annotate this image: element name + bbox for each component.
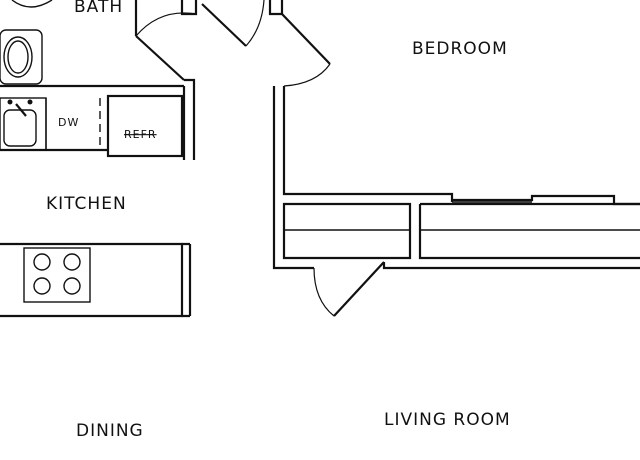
burner-icon <box>33 253 51 271</box>
refrigerator-label: REFR <box>124 128 157 141</box>
living-door <box>313 261 385 317</box>
toilet-seat <box>7 40 29 74</box>
dishwasher: DW <box>45 98 101 150</box>
living-door-leaf <box>333 261 385 317</box>
living-top-wall <box>382 262 640 270</box>
living-door-arc <box>313 267 335 317</box>
hall-wall-stub <box>268 0 284 16</box>
bath-door-jamb <box>184 78 196 160</box>
bath-door <box>135 12 197 160</box>
bedroom-inner-left-wall <box>282 86 454 202</box>
room-label-bedroom: BEDROOM <box>412 39 508 59</box>
toilet-tank <box>0 29 43 85</box>
hall-door-leaf <box>201 3 247 47</box>
island-outline <box>0 242 184 318</box>
burner-icon <box>63 253 81 271</box>
room-label-bath: BATH <box>74 0 123 17</box>
bath-top-wall-stub <box>180 0 198 16</box>
cooktop <box>23 247 91 303</box>
hall-door-arc <box>245 0 265 47</box>
bedroom-left-wall <box>272 86 314 270</box>
bedroom-door-arc <box>283 63 331 87</box>
bedroom-door <box>281 13 331 87</box>
dishwasher-label: DW <box>58 116 79 129</box>
refrigerator-box <box>106 94 184 158</box>
refrigerator: REFR <box>106 86 186 160</box>
closet-right <box>418 202 640 260</box>
closet-left <box>282 202 412 260</box>
burner-icon <box>33 277 51 295</box>
cooktop-frame <box>23 247 91 303</box>
bedroom-door-leaf <box>281 13 331 65</box>
hall-door <box>201 0 284 47</box>
island-end <box>182 242 190 318</box>
sink-basin-inner <box>3 109 37 147</box>
kitchen-counter-top: DW REFR <box>0 84 186 160</box>
sink-basin-outer <box>0 97 47 151</box>
room-label-living-room: LIVING ROOM <box>384 410 511 430</box>
bedroom-walls <box>272 86 640 270</box>
room-label-dining: DINING <box>76 421 144 441</box>
kitchen-island <box>0 242 192 318</box>
sink-faucet-knob-2 <box>27 99 33 105</box>
bath-area <box>0 0 198 85</box>
bath-door-arc <box>135 12 197 37</box>
toilet-bowl <box>3 36 33 78</box>
burner-icon <box>63 277 81 295</box>
sink-faucet-knob <box>7 99 13 105</box>
sink <box>0 97 47 151</box>
bath-fixture-arc <box>11 0 53 8</box>
room-label-kitchen: KITCHEN <box>46 194 127 214</box>
sink-faucet-icon <box>15 103 27 117</box>
bedroom-bottom-wall <box>452 194 640 206</box>
bath-door-leaf <box>135 35 185 81</box>
